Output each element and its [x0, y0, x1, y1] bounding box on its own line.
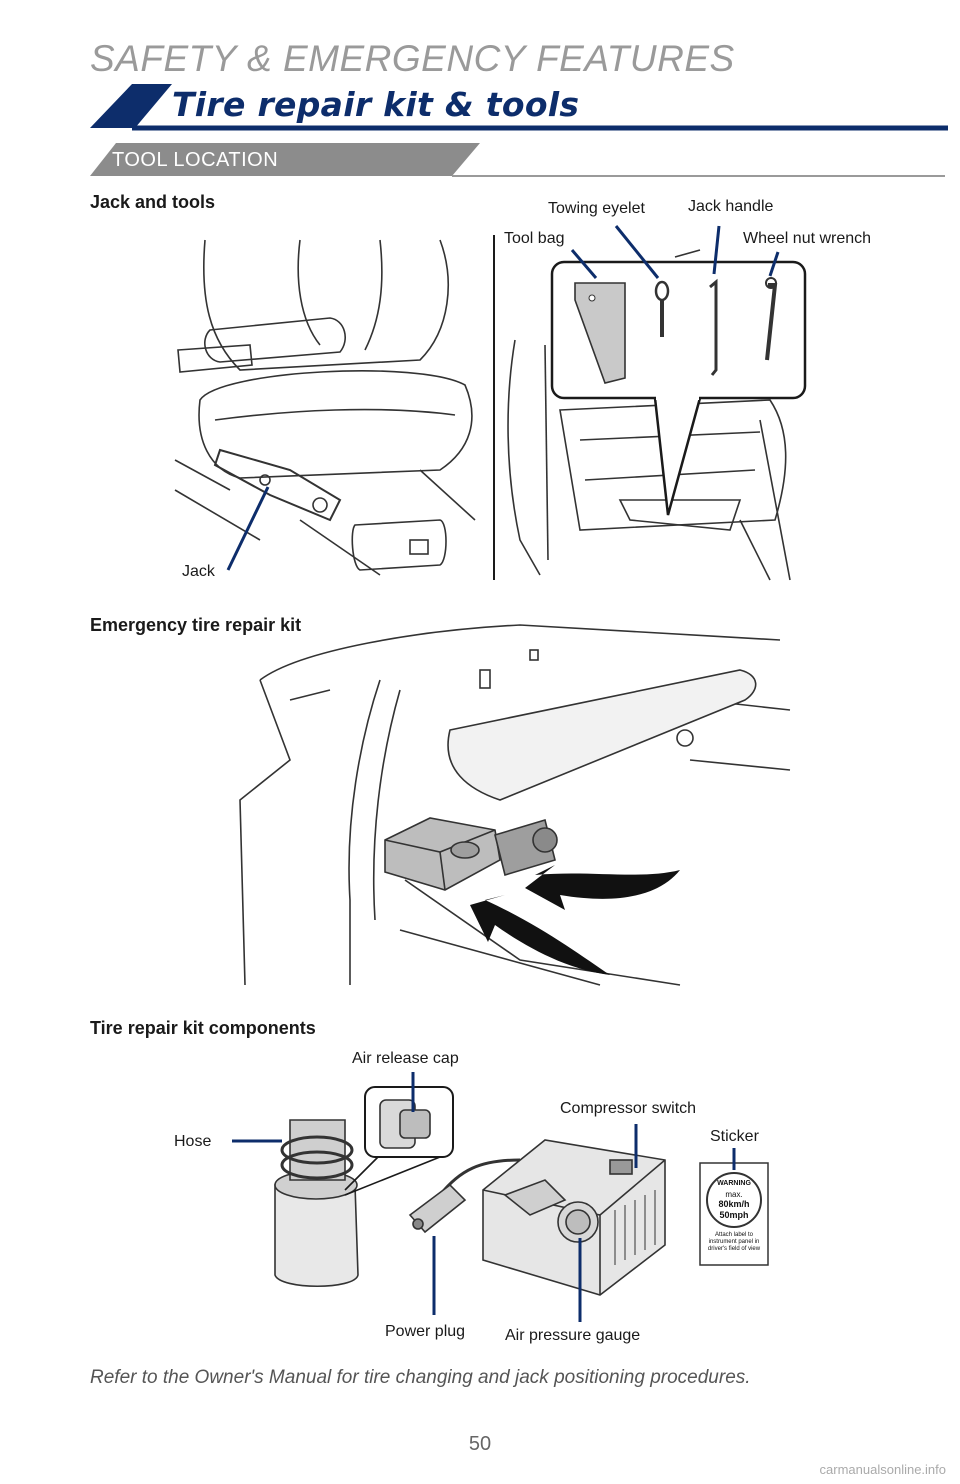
tool-bag-label: Tool bag: [504, 230, 565, 247]
liftgate-top: [259, 624, 781, 681]
compressor: [482, 1139, 666, 1296]
air-pressure-gauge-label: Air pressure gauge: [505, 1327, 641, 1344]
subsection-band: [90, 143, 480, 176]
cargo-area: [559, 399, 787, 531]
repair-kit-heading: Emergency tire repair kit: [90, 615, 302, 635]
power-plug: [408, 1183, 467, 1234]
power-plug-label: Power plug: [385, 1323, 466, 1340]
tools-callout-pointer: [653, 397, 702, 516]
armrest: [204, 317, 346, 363]
hose-label: Hose: [174, 1133, 212, 1150]
jack-handle: [709, 278, 718, 376]
title-band-accent: [90, 84, 172, 128]
car-rear-left: [507, 339, 541, 576]
sticker-warning: WARNING: [717, 1180, 751, 1187]
towing-eyelet-label: Towing eyelet: [548, 200, 645, 217]
sticker-mph: 50mph: [719, 1210, 749, 1220]
wrench-leader: [768, 251, 780, 277]
cover-panel: [351, 519, 447, 571]
sticker-label: Sticker: [710, 1128, 759, 1145]
cargo-cover: [447, 669, 757, 801]
tool-bag: [574, 282, 626, 384]
air-release-cap: [379, 1099, 431, 1149]
arrow-upper: [525, 865, 680, 910]
air-release-cap-label: Air release cap: [352, 1050, 459, 1067]
section-title: SAFETY & EMERGENCY FEATURES: [90, 38, 735, 79]
pillar: [348, 679, 381, 985]
repair-kit-in-trunk: [384, 817, 558, 891]
sticker-max: max.: [725, 1190, 743, 1199]
sealant-bottle: [274, 1119, 359, 1287]
compressor-switch-label: Compressor switch: [560, 1100, 697, 1117]
watermark: carmanualsonline.info: [819, 1462, 946, 1477]
seat-cushion: [198, 370, 473, 479]
components-heading: Tire repair kit components: [90, 1018, 316, 1038]
sticker-circle: [706, 1172, 762, 1228]
body-left: [239, 679, 291, 986]
tool-bag-leader: [570, 249, 598, 279]
subsection-label: TOOL LOCATION: [112, 149, 279, 171]
jack-handle-label: Jack handle: [688, 198, 774, 215]
jack-label: Jack: [182, 563, 215, 580]
jack: [213, 448, 342, 522]
sticker-kmh: 80km/h: [718, 1199, 750, 1209]
sticker-note: Attach label to instrument panel in driv…: [707, 1232, 761, 1252]
arrow-lower: [470, 895, 610, 975]
seat-back: [202, 239, 449, 371]
towing-eyelet-leader: [614, 225, 660, 279]
footer-note: Refer to the Owner's Manual for tire cha…: [90, 1367, 751, 1388]
jack-leader: [226, 486, 270, 571]
jack-tools-heading: Jack and tools: [90, 192, 216, 212]
wheel-nut-wrench-label: Wheel nut wrench: [743, 230, 872, 247]
page-number: 50: [468, 1433, 492, 1455]
page-title: Tire repair kit & tools: [172, 85, 580, 124]
jack-handle-leader: [712, 225, 721, 275]
